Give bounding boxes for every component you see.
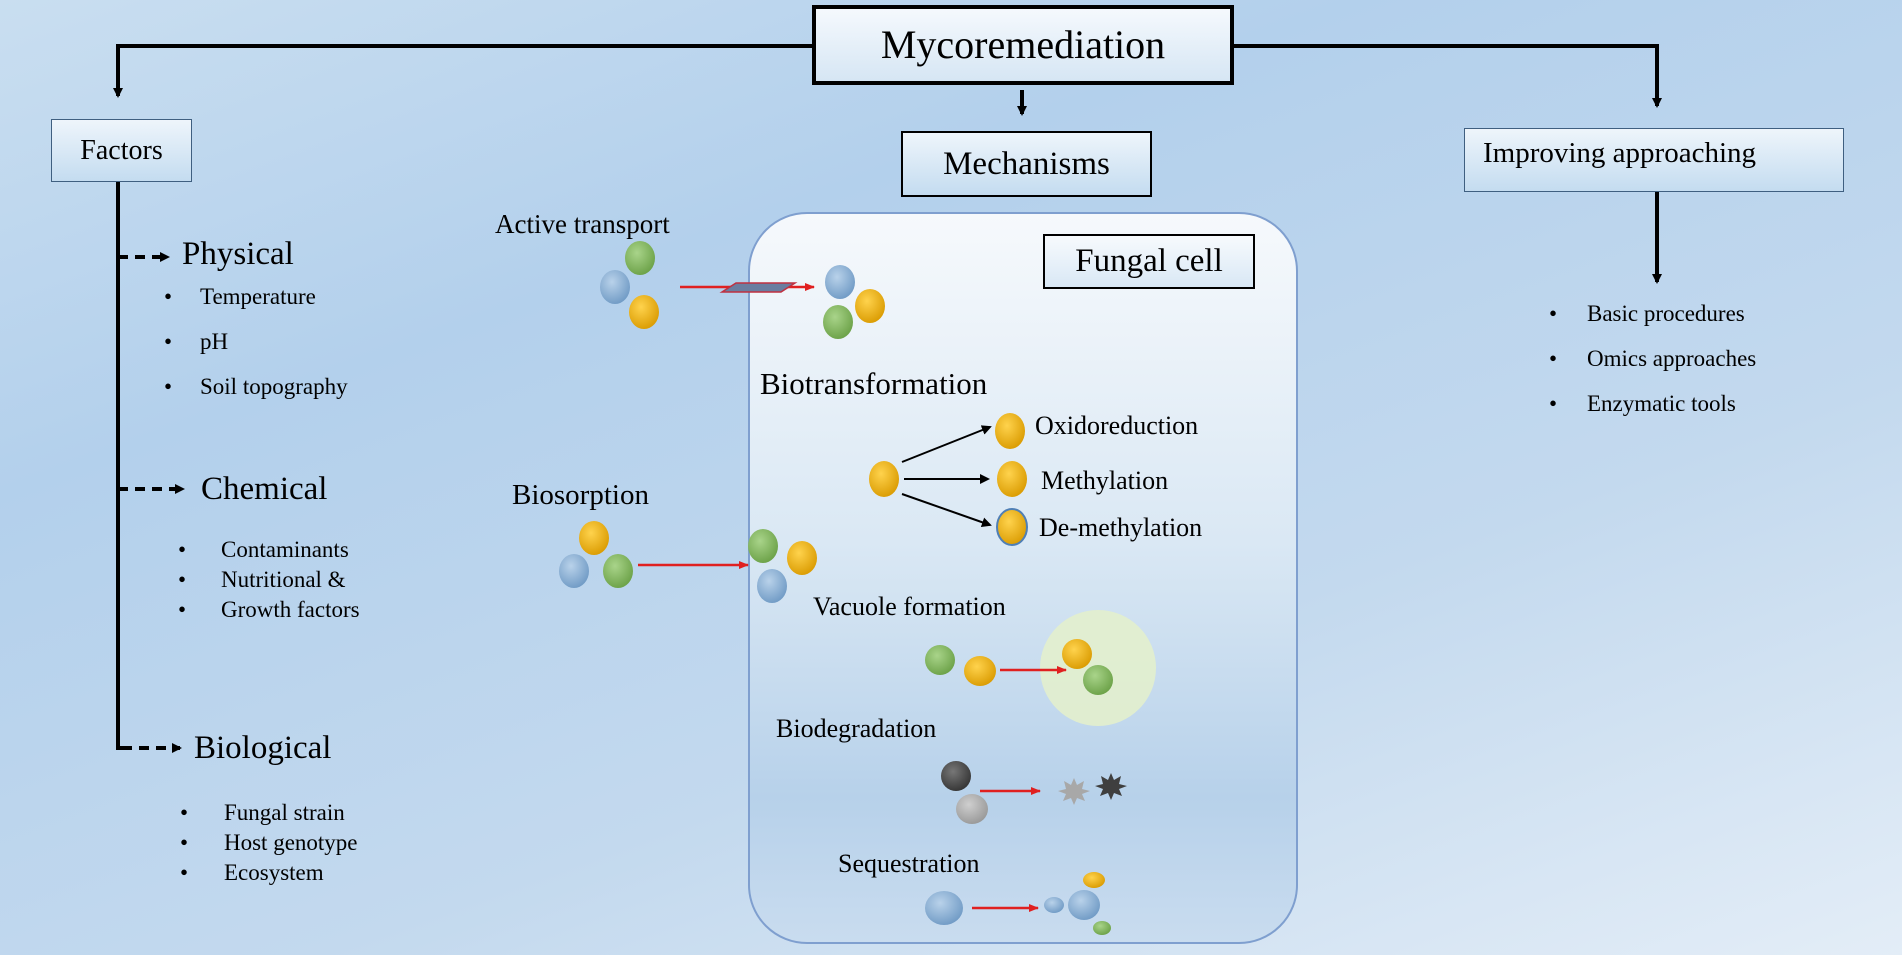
fungal-cell-membrane: [748, 212, 1298, 944]
molecule-green: [925, 645, 955, 675]
mechanisms-header: Mechanisms: [943, 145, 1110, 182]
molecule-blue: [825, 265, 855, 299]
list-item: Temperature: [164, 285, 348, 330]
molecule-orange: [855, 289, 885, 323]
molecule-orange: [579, 521, 609, 555]
factors-connectors: [116, 182, 185, 753]
molecule-blue-small: [1044, 897, 1064, 913]
fragment-burst-icon: [1058, 778, 1090, 805]
molecule-blue: [925, 891, 963, 925]
physical-list: Temperature pH Soil topography: [164, 285, 348, 398]
biotransformation-graphic: [869, 413, 1028, 546]
biological-heading: Biological: [194, 730, 332, 766]
oxidoreduction-label: Oxidoreduction: [1035, 411, 1199, 440]
sequestration-graphic: [925, 872, 1111, 935]
fungal-cell-label-box: Fungal cell: [1043, 234, 1255, 289]
mechanisms-header-box: Mechanisms: [901, 131, 1152, 197]
active-transport-graphic: [600, 241, 885, 339]
molecule-orange: [1062, 639, 1092, 669]
molecule-blue: [1068, 890, 1100, 920]
molecule-orange: [787, 541, 817, 575]
de-methylation-label: De-methylation: [1039, 513, 1203, 542]
molecule-green: [1083, 665, 1113, 695]
list-item: Enzymatic tools: [1549, 392, 1756, 415]
factors-header: Factors: [80, 134, 163, 166]
sequestration-label: Sequestration: [838, 849, 980, 878]
molecule-green: [603, 554, 633, 588]
list-item: Ecosystem: [180, 861, 358, 884]
biosorption-graphic: [559, 521, 817, 603]
molecule-blue: [600, 270, 630, 304]
title-connectors: [113, 44, 1662, 284]
biosorption-label: Biosorption: [512, 479, 649, 511]
factors-header-box: Factors: [51, 119, 192, 182]
list-item: Basic procedures: [1549, 302, 1756, 347]
molecule-green: [823, 305, 853, 339]
biodegradation-graphic: [941, 761, 1127, 824]
list-item: Nutritional &: [178, 568, 360, 598]
molecule-green: [625, 241, 655, 275]
physical-heading: Physical: [182, 236, 294, 272]
vacuole-formation-label: Vacuole formation: [813, 592, 1006, 621]
chemical-list: Contaminants Nutritional & Growth factor…: [178, 538, 360, 621]
biotransformation-label: Biotransformation: [760, 366, 988, 401]
molecule-green-small: [1093, 921, 1111, 935]
molecule-orange: [629, 295, 659, 329]
list-item: Host genotype: [180, 831, 358, 861]
chemical-heading: Chemical: [201, 471, 328, 507]
list-item: pH: [164, 330, 348, 375]
molecule-orange-small: [1083, 872, 1105, 888]
list-item: Growth factors: [178, 598, 360, 621]
page-title: Mycoremediation: [880, 22, 1166, 67]
methylation-label: Methylation: [1041, 466, 1169, 495]
molecule-light-gray: [956, 794, 988, 824]
molecule-blue: [757, 569, 787, 603]
improving-header: Improving approaching: [1483, 137, 1757, 169]
list-item: Fungal strain: [180, 801, 358, 831]
molecule-green: [748, 529, 778, 563]
active-transport-label: Active transport: [495, 209, 670, 239]
molecule-orange-outlined: [996, 508, 1028, 546]
molecule-orange: [995, 413, 1025, 449]
molecule-orange: [869, 461, 899, 497]
molecule-dark-gray: [941, 761, 971, 791]
fragment-burst-icon: [1095, 773, 1127, 800]
list-item: Omics approaches: [1549, 347, 1756, 392]
fungal-cell-label: Fungal cell: [1075, 243, 1223, 279]
molecule-orange: [964, 656, 996, 686]
list-item: Contaminants: [178, 538, 360, 568]
vacuole-formation-graphic: [925, 610, 1156, 726]
improving-list: Basic procedures Omics approaches Enzyma…: [1549, 302, 1756, 415]
list-item: Soil topography: [164, 375, 348, 398]
biological-list: Fungal strain Host genotype Ecosystem: [180, 801, 358, 884]
biodegradation-label: Biodegradation: [776, 714, 937, 743]
molecule-blue: [559, 554, 589, 588]
improving-header-box: Improving approaching: [1464, 128, 1844, 192]
membrane-channel-icon: [719, 282, 798, 293]
title-box: Mycoremediation: [812, 5, 1234, 85]
molecule-orange: [997, 461, 1027, 497]
